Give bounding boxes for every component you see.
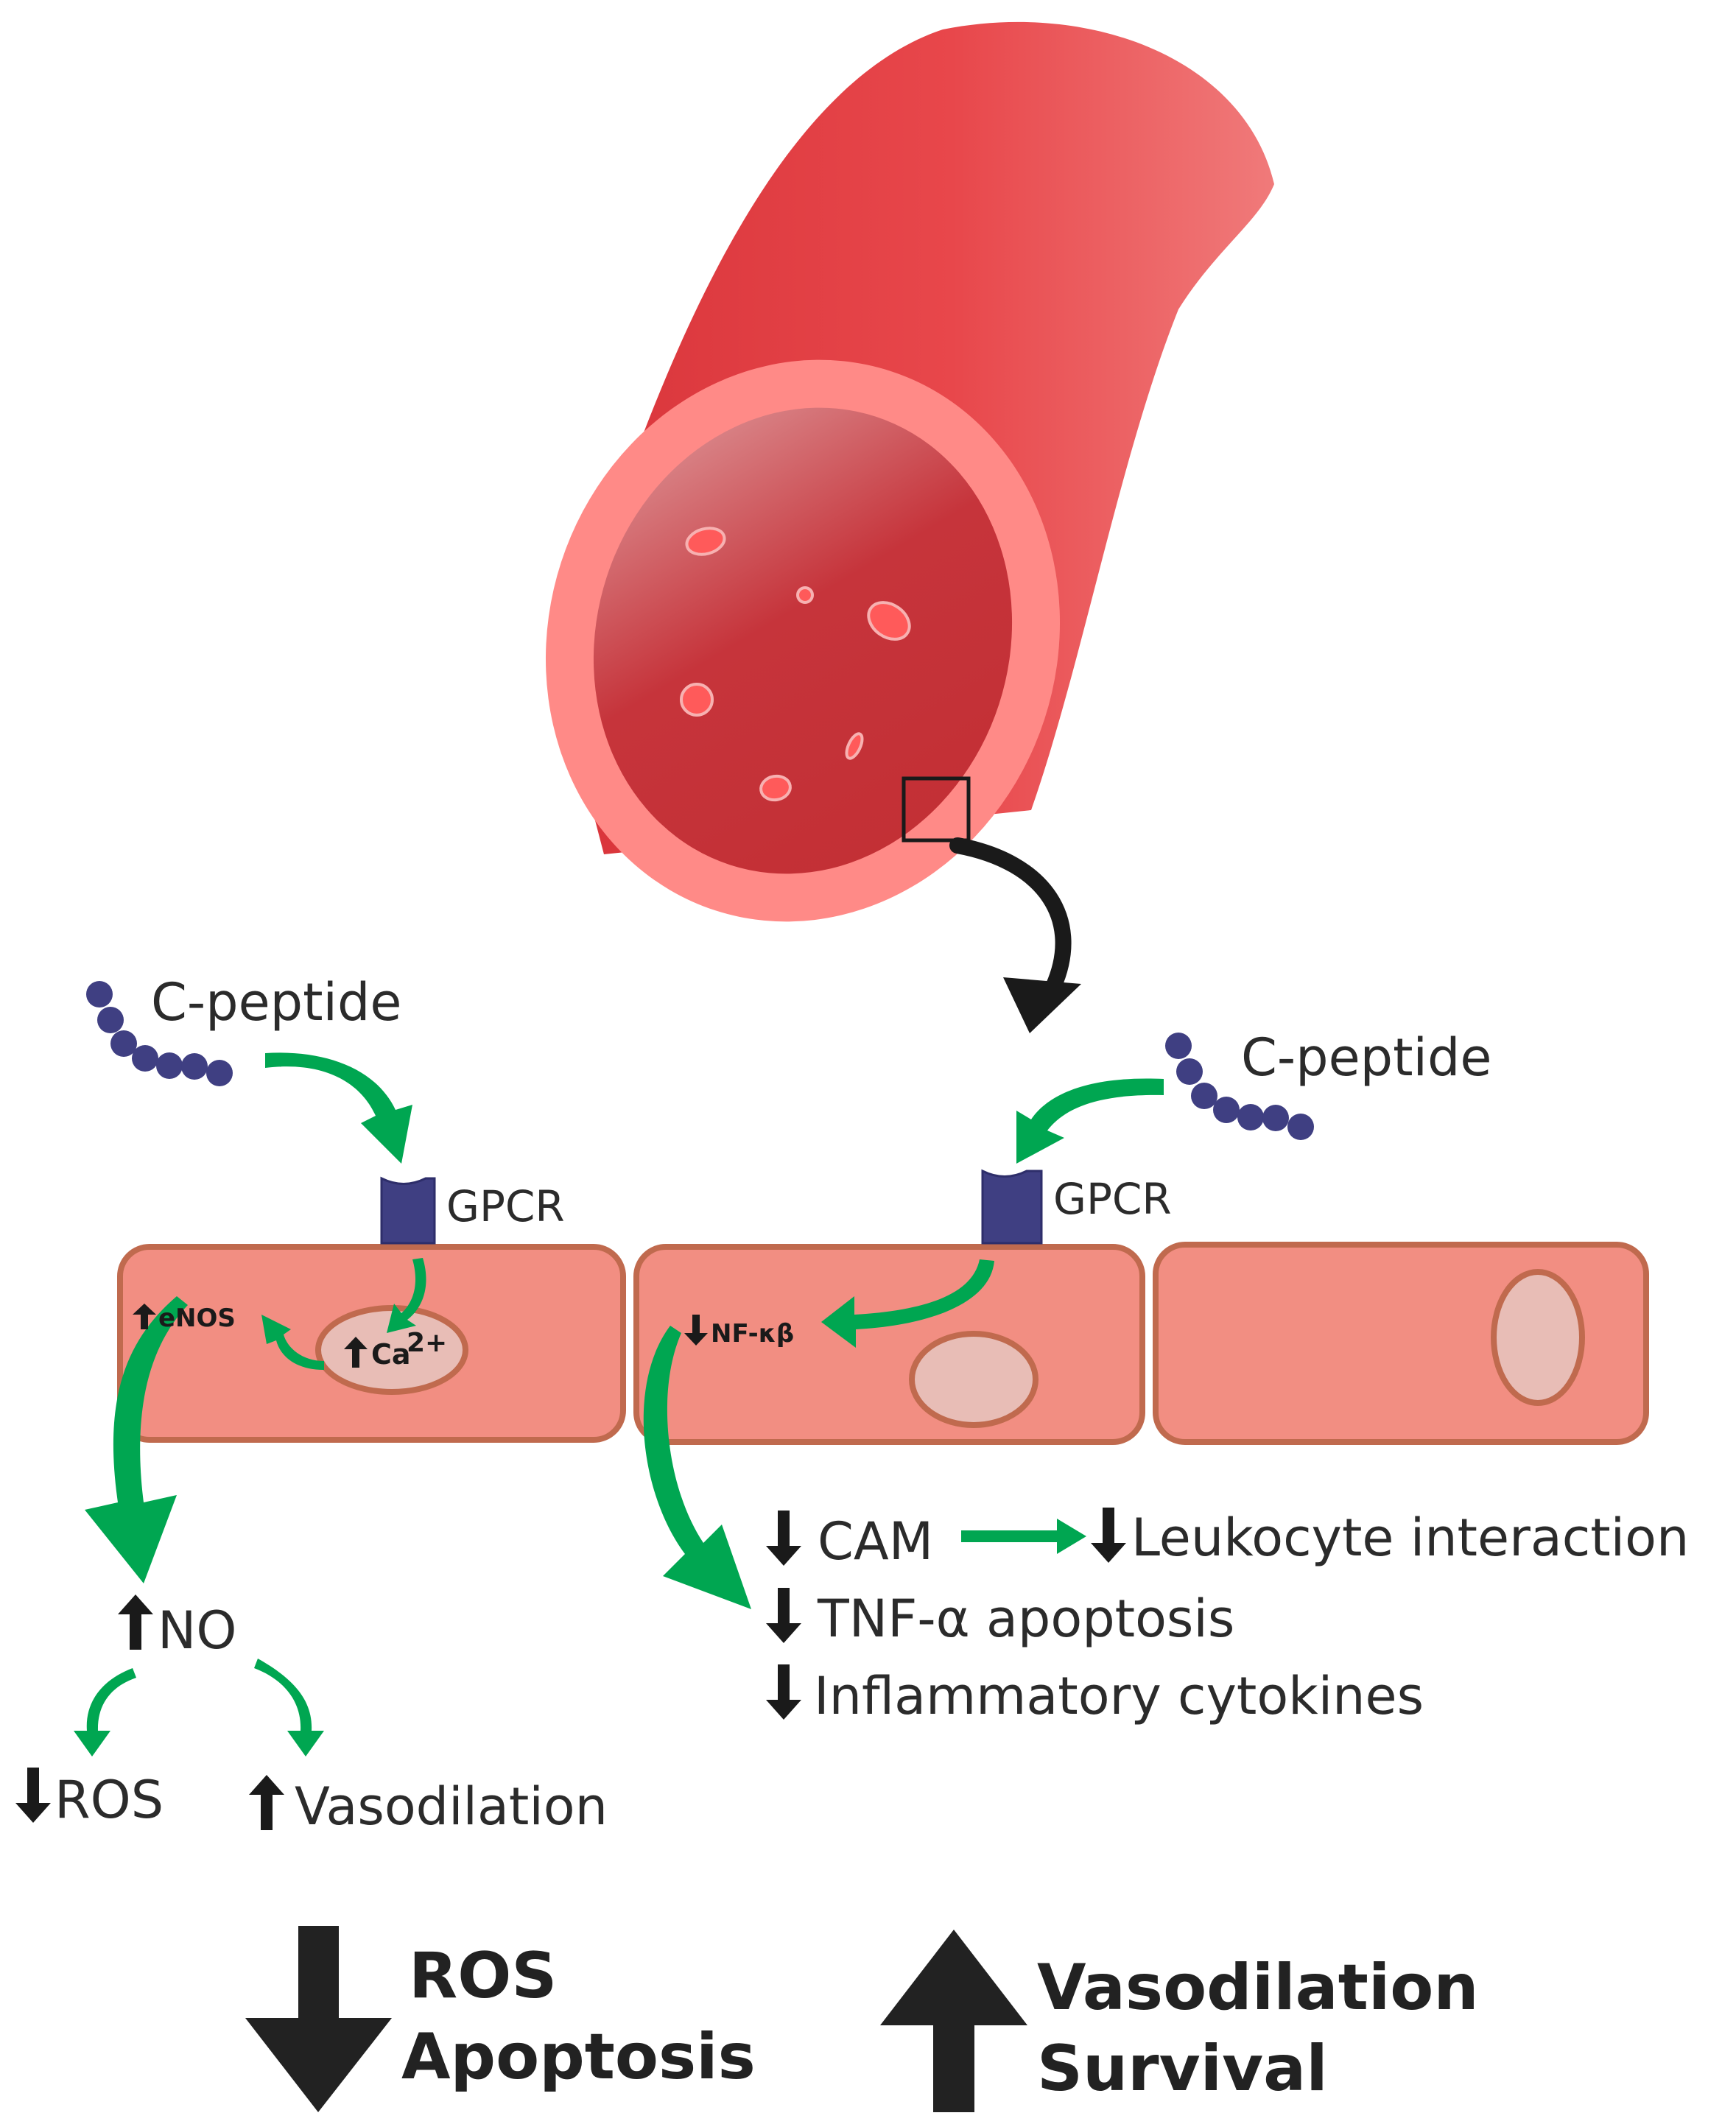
arrow-ca-to-enos bbox=[261, 1315, 324, 1370]
no-indicator: NO bbox=[118, 1594, 236, 1661]
c-peptide-label-right: C-peptide bbox=[1241, 1027, 1491, 1088]
ros-indicator: ROS bbox=[15, 1768, 164, 1830]
nfkb-label: NF-κβ bbox=[711, 1319, 794, 1348]
big-down-arrow-icon bbox=[245, 1926, 392, 2112]
arrow-cam-to-leukocyte bbox=[961, 1519, 1086, 1554]
nfkb-indicator: NF-κβ bbox=[684, 1315, 794, 1348]
arrow-no-to-vasodilation bbox=[254, 1659, 324, 1756]
down-arrow-icon bbox=[766, 1511, 801, 1566]
down-arrow-icon bbox=[684, 1315, 708, 1346]
big-up-arrow-icon bbox=[880, 1930, 1027, 2112]
arrow-no-to-ros bbox=[74, 1668, 136, 1756]
summary-apoptosis-label: Apoptosis bbox=[401, 2020, 756, 2094]
tnf-indicator: TNF-α apoptosis bbox=[766, 1588, 1234, 1649]
vasodilation-indicator: Vasodilation bbox=[249, 1775, 608, 1837]
c-peptide-label-left: C-peptide bbox=[151, 972, 401, 1033]
ca-superscript: 2+ bbox=[407, 1328, 447, 1358]
down-arrow-icon bbox=[766, 1664, 801, 1720]
arrow-peptide-to-gpcr-left bbox=[265, 1052, 412, 1164]
ca-indicator: Ca 2+ bbox=[344, 1328, 447, 1371]
rbc bbox=[796, 586, 814, 604]
up-arrow-icon bbox=[133, 1304, 156, 1329]
cam-label: CAM bbox=[818, 1511, 933, 1572]
c-peptide-chain-left bbox=[86, 981, 233, 1086]
summary-survival-label: Survival bbox=[1037, 2032, 1328, 2106]
nucleus-middle bbox=[909, 1331, 1039, 1428]
cam-indicator: CAM bbox=[766, 1511, 933, 1572]
leukocyte-label: Leukocyte interaction bbox=[1131, 1508, 1689, 1568]
tnf-label: TNF-α apoptosis bbox=[817, 1589, 1234, 1649]
zoom-arrow bbox=[949, 837, 1081, 1033]
ca-label: Ca bbox=[371, 1338, 411, 1371]
gpcr-receptor-right: GPCR bbox=[981, 1169, 1172, 1245]
arrow-gpcr-to-nfkb bbox=[821, 1259, 994, 1348]
rbc bbox=[685, 527, 726, 556]
red-blood-cells bbox=[680, 527, 911, 802]
rbc bbox=[680, 683, 714, 717]
summary-ros-label: ROS bbox=[409, 1939, 557, 2013]
arrow-nfkb-to-cam bbox=[643, 1326, 751, 1609]
up-arrow-icon bbox=[249, 1775, 284, 1830]
rbc bbox=[867, 601, 911, 641]
gpcr-label-left: GPCR bbox=[446, 1181, 565, 1231]
vasodilation-label: Vasodilation bbox=[295, 1776, 608, 1837]
down-arrow-icon bbox=[15, 1768, 51, 1823]
arrow-gpcr-to-ca bbox=[387, 1258, 426, 1333]
gpcr-receptor-left: GPCR bbox=[380, 1176, 565, 1245]
nucleus-right bbox=[1491, 1269, 1585, 1406]
leukocyte-indicator: Leukocyte interaction bbox=[1091, 1508, 1689, 1568]
endothelial-layer bbox=[117, 1242, 1649, 1445]
cytokines-label: Inflammatory cytokines bbox=[814, 1666, 1424, 1726]
enos-indicator: eNOS bbox=[133, 1304, 236, 1333]
cytokines-indicator: Inflammatory cytokines bbox=[766, 1664, 1424, 1726]
down-arrow-icon bbox=[766, 1588, 801, 1643]
arrow-peptide-to-gpcr-right bbox=[1016, 1078, 1164, 1164]
up-arrow-icon bbox=[118, 1594, 153, 1650]
green-arrows bbox=[74, 1052, 1164, 1756]
zoom-box bbox=[902, 776, 971, 843]
nucleus-left bbox=[315, 1305, 468, 1395]
arrow-enos-to-no bbox=[85, 1296, 188, 1583]
c-peptide-chain-right bbox=[1165, 1033, 1314, 1140]
down-arrow-icon bbox=[1091, 1508, 1126, 1563]
up-arrow-icon bbox=[344, 1337, 368, 1368]
summary-increase: Vasodilation Survival bbox=[880, 1930, 1479, 2112]
summary-decrease: ROS Apoptosis bbox=[245, 1926, 756, 2112]
vessel-lumen bbox=[593, 407, 1013, 874]
ros-label: ROS bbox=[55, 1770, 164, 1830]
gpcr-label-right: GPCR bbox=[1053, 1174, 1172, 1224]
blood-vessel bbox=[545, 21, 1274, 922]
summary-vasodilation-label: Vasodilation bbox=[1037, 1951, 1479, 2025]
rbc bbox=[759, 774, 792, 802]
no-label: NO bbox=[158, 1600, 236, 1661]
enos-label: eNOS bbox=[158, 1304, 236, 1333]
rbc bbox=[845, 732, 864, 760]
